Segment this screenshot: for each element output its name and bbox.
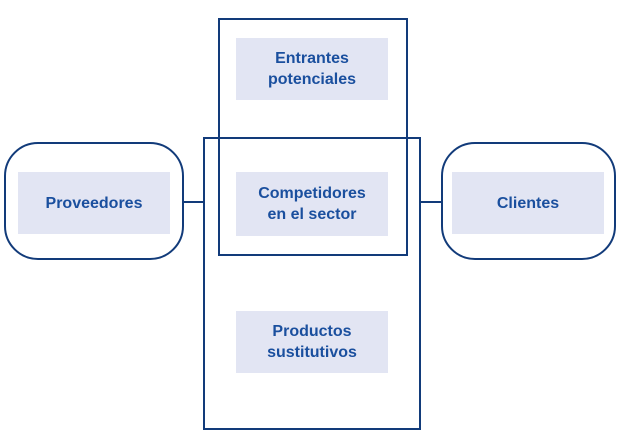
node-sustitutos: Productos sustitutivos: [236, 311, 388, 373]
node-competidores: Competidores en el sector: [236, 172, 388, 236]
node-entrantes: Entrantes potenciales: [236, 38, 388, 100]
proveedores-group: [4, 142, 184, 260]
lower-frame: [203, 137, 421, 430]
node-clientes: Clientes: [452, 172, 604, 234]
connector-right: [421, 201, 441, 203]
node-proveedores: Proveedores: [18, 172, 170, 234]
clientes-group: [441, 142, 616, 260]
connector-left: [184, 201, 203, 203]
